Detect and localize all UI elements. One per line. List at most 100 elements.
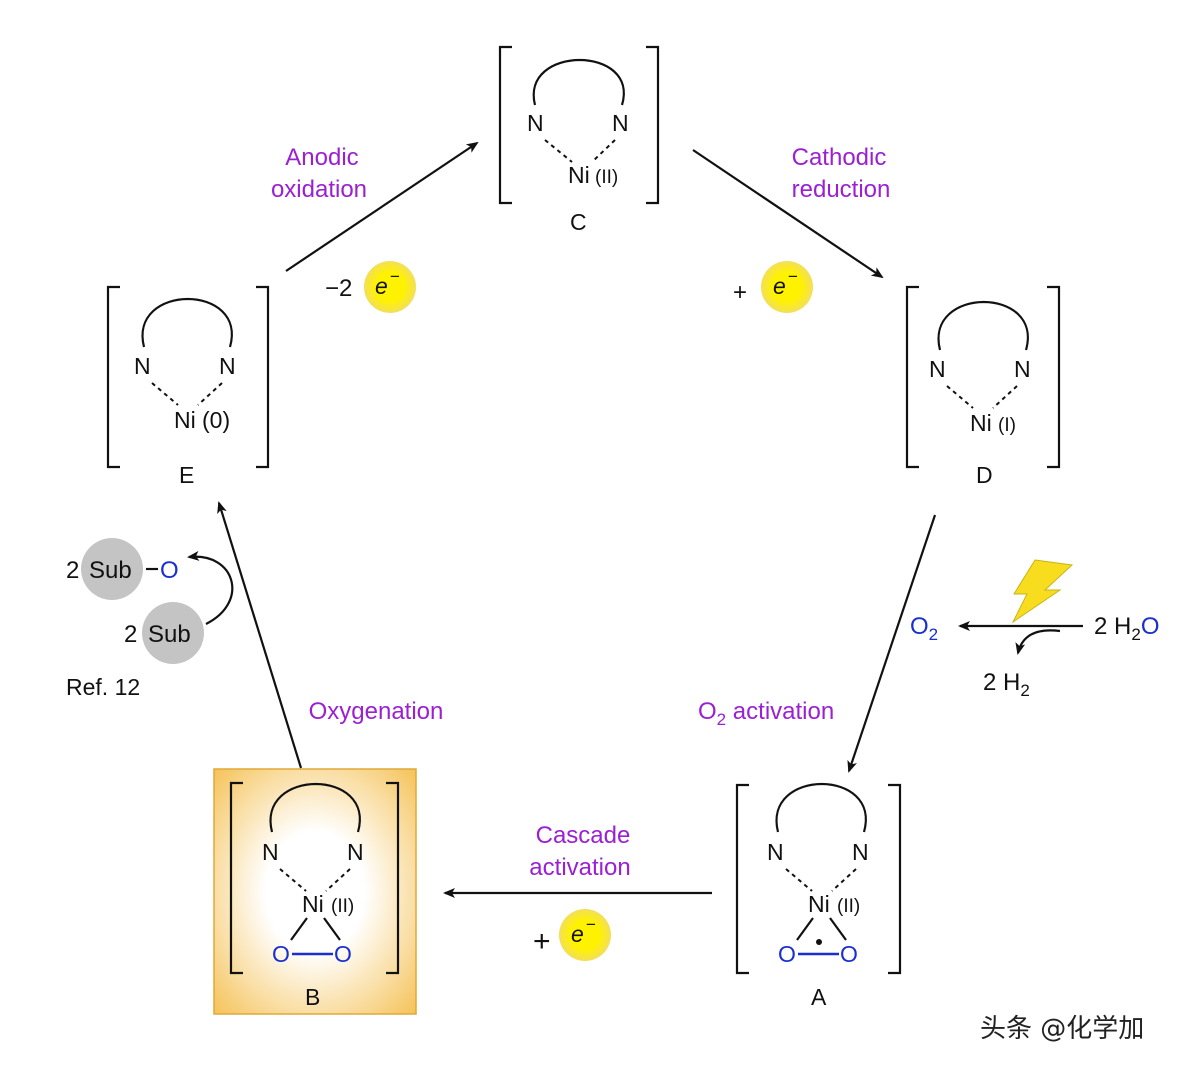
ni-o-bond-left xyxy=(796,917,814,941)
nickel-center: Ni xyxy=(568,162,590,188)
nitrogen-right: N xyxy=(1014,356,1031,382)
arrow-d-to-a xyxy=(847,514,937,773)
reference: Ref. 12 xyxy=(66,674,140,700)
substrate-oxidation: 2 Sub O 2 Sub Ref. 12 xyxy=(66,538,234,700)
oxidation-state: (0) xyxy=(202,407,230,433)
product-oxygen: O xyxy=(160,557,179,584)
complex-e: N N Ni (0) E xyxy=(106,285,270,488)
oxidation-state: (I) xyxy=(998,415,1016,436)
step-label: O2 activation xyxy=(698,698,834,729)
step-label-line1: Cathodic xyxy=(792,144,887,171)
right-bracket xyxy=(1047,285,1061,469)
left-bracket xyxy=(905,285,919,469)
nitrogen-right: N xyxy=(219,353,236,379)
coordination-bond-left xyxy=(946,385,974,409)
ni-o-bond-left xyxy=(290,917,308,941)
nitrogen-left: N xyxy=(527,110,544,136)
electron-symbol: e xyxy=(375,273,388,299)
step-label-line1: Cascade xyxy=(536,822,631,849)
left-bracket xyxy=(498,45,512,205)
nitrogen-left: N xyxy=(929,356,946,382)
complex-b: N N Ni (II) O O B xyxy=(213,768,417,1015)
oxidation-state: (II) xyxy=(837,896,860,917)
step-label-line2: reduction xyxy=(792,176,891,203)
electron-icon xyxy=(761,261,813,313)
radical-dot xyxy=(816,939,822,945)
coordination-bond-right xyxy=(325,868,351,892)
coordination-bond-right xyxy=(591,139,616,163)
step-oxygenation: Oxygenation xyxy=(309,698,444,725)
complex-a: N N Ni (II) O O A xyxy=(735,782,902,1010)
right-bracket xyxy=(256,285,270,469)
coordination-bond-right xyxy=(831,868,857,892)
step-label-line2: oxidation xyxy=(271,176,367,203)
lightning-icon xyxy=(1011,559,1074,624)
complex-c: N N Ni (II) C xyxy=(498,45,660,235)
electron-count: −2 xyxy=(325,275,352,302)
arrow-e-to-c xyxy=(285,141,479,272)
step-label: Oxygenation xyxy=(309,698,444,725)
substrate-reactant-circle xyxy=(142,602,204,664)
right-bracket xyxy=(386,781,400,975)
arrow-to-h2 xyxy=(1015,629,1061,655)
arrow-substrate-oxidation xyxy=(187,550,234,625)
nickel-center: Ni xyxy=(808,891,830,917)
product-coefficient: 2 xyxy=(66,557,79,584)
step-label-line2: activation xyxy=(529,854,630,881)
step-o2-activation: O2 activation xyxy=(698,698,834,729)
left-bracket xyxy=(106,285,120,469)
ni-o-bond-right xyxy=(323,917,341,941)
oxidation-state: (II) xyxy=(331,896,354,917)
ligand-arc xyxy=(937,300,1029,351)
electron-icon xyxy=(364,261,416,313)
nitrogen-left: N xyxy=(262,839,279,865)
oxygen-right: O xyxy=(840,941,858,967)
reactant-coefficient: 2 xyxy=(124,621,137,648)
nickel-center: Ni xyxy=(970,410,992,436)
right-bracket xyxy=(888,783,902,975)
step-cascade-activation: Cascade activation + e − xyxy=(529,822,631,961)
product-substrate: Sub xyxy=(89,557,132,584)
electron-charge: − xyxy=(390,267,400,286)
ligand-arc xyxy=(141,297,233,348)
coordination-bond-left xyxy=(279,868,307,892)
complex-label: B xyxy=(305,984,320,1010)
nitrogen-right: N xyxy=(612,110,629,136)
arrow-c-to-d xyxy=(692,149,884,279)
electron-charge: − xyxy=(586,915,596,934)
complex-label: C xyxy=(570,209,587,235)
coordination-bond-left xyxy=(785,868,813,892)
coordination-bond-right xyxy=(992,385,1018,409)
left-bracket xyxy=(735,783,749,975)
step-cathodic-reduction: Cathodic reduction + e − xyxy=(733,144,890,313)
complex-label: D xyxy=(976,462,993,488)
nitrogen-left: N xyxy=(134,353,151,379)
right-bracket xyxy=(646,45,660,205)
step-label-line1: Anodic xyxy=(285,144,358,171)
h2-product: 2 H2 xyxy=(983,669,1030,700)
complex-label: A xyxy=(811,984,827,1010)
nitrogen-left: N xyxy=(767,839,784,865)
electron-charge: − xyxy=(788,267,798,286)
nitrogen-right: N xyxy=(347,839,364,865)
o2-product: O2 xyxy=(910,613,938,644)
arrow-b-to-e xyxy=(217,501,303,769)
nickel-center: Ni xyxy=(302,891,324,917)
oxygen-right: O xyxy=(334,941,352,967)
oxygen-left: O xyxy=(778,941,796,967)
complex-d: N N Ni (I) D xyxy=(905,285,1061,488)
electron-icon xyxy=(559,909,611,961)
electron-symbol: e xyxy=(773,273,786,299)
electron-symbol: e xyxy=(571,921,584,947)
coordination-bond-left xyxy=(151,382,179,406)
nitrogen-right: N xyxy=(852,839,869,865)
reactant-substrate: Sub xyxy=(148,621,191,648)
coordination-bond-right xyxy=(197,382,223,406)
watermark: 头条 @化学加 xyxy=(980,1014,1144,1044)
left-bracket xyxy=(229,781,243,975)
oxygen-left: O xyxy=(272,941,290,967)
electron-count: + xyxy=(733,279,747,306)
ni-o-bond-right xyxy=(829,917,847,941)
step-anodic-oxidation: Anodic oxidation −2 e − xyxy=(271,144,416,313)
